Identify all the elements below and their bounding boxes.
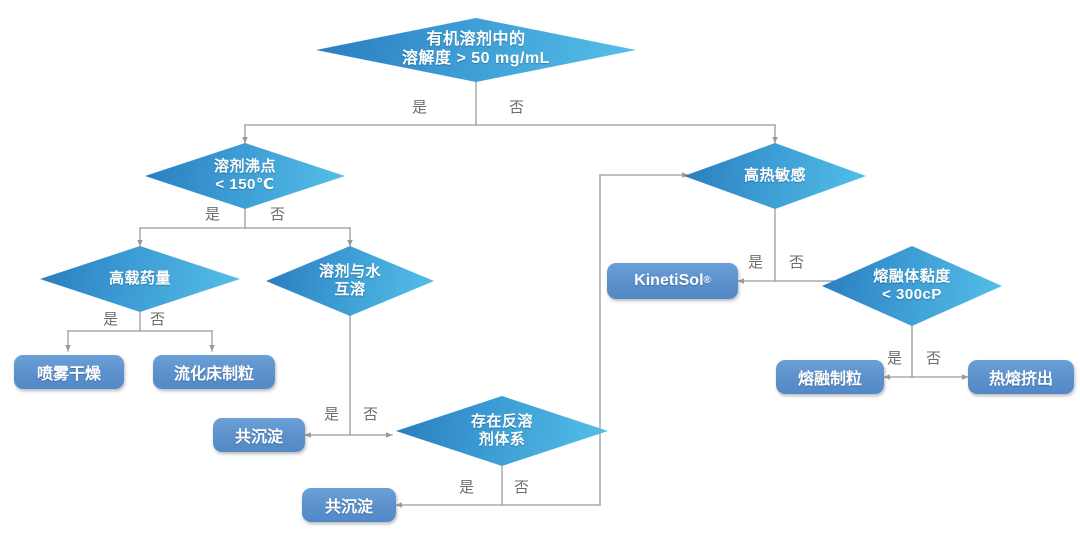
edge-label-d4-yes: 是 xyxy=(321,406,343,423)
edge-label-d2-no: 否 xyxy=(267,206,289,223)
edge-label-d2-yes: 是 xyxy=(202,206,224,223)
decision-label-line1: 溶剂沸点 xyxy=(213,158,276,176)
outcome-label: 流化床制粒 xyxy=(173,366,254,383)
outcome-box-fluid-bed-granulation[interactable]: 流化床制粒 xyxy=(153,355,275,389)
edge-label-d6-yes: 是 xyxy=(745,254,767,271)
outcome-label: 喷雾干燥 xyxy=(36,366,101,383)
outcome-label: KinetiSol xyxy=(634,272,704,289)
edge-label-d3-yes: 是 xyxy=(100,311,122,328)
decision-label-line1: 熔融体黏度 xyxy=(873,268,951,286)
decision-label-line2: 互溶 xyxy=(334,281,366,298)
outcome-box-coprecipitation-2[interactable]: 共沉淀 xyxy=(302,488,396,522)
edge-label-d7-yes: 是 xyxy=(884,350,906,367)
outcome-label: 熔融制粒 xyxy=(797,371,862,388)
outcome-box-hot-melt-extrusion[interactable]: 热熔挤出 xyxy=(968,360,1074,394)
decision-label-line2: 溶解度 > 50 mg/mL xyxy=(402,50,550,67)
decision-label-line1: 有机溶剂中的 xyxy=(426,31,526,49)
edge-label-d5-yes: 是 xyxy=(456,479,478,496)
edge-label-d4-no: 否 xyxy=(360,406,382,423)
decision-label-line1: 高热敏感 xyxy=(743,167,806,185)
outcome-box-coprecipitation-1[interactable]: 共沉淀 xyxy=(213,418,305,452)
decision-label-line1: 存在反溶 xyxy=(470,413,533,431)
outcome-label: 共沉淀 xyxy=(234,429,283,446)
outcome-label: 热熔挤出 xyxy=(988,371,1053,388)
edge-label-d7-no: 否 xyxy=(923,350,945,367)
decision-label-line1: 溶剂与水 xyxy=(318,263,381,281)
outcome-label: 共沉淀 xyxy=(324,499,373,516)
decision-label-line2: 剂体系 xyxy=(478,431,526,448)
outcome-box-melt-granulation[interactable]: 熔融制粒 xyxy=(776,360,884,394)
decision-label-line2: < 300cP xyxy=(882,286,942,303)
edge-label-d5-no: 否 xyxy=(511,479,533,496)
outcome-box-kinetisol[interactable]: KinetiSol® xyxy=(607,263,738,299)
edge-label-d6-no: 否 xyxy=(786,254,808,271)
edge-label-d3-no: 否 xyxy=(147,311,169,328)
decision-label-line2: < 150℃ xyxy=(215,176,275,193)
outcome-box-spray-drying[interactable]: 喷雾干燥 xyxy=(14,355,124,389)
decision-label-line1: 高载药量 xyxy=(108,270,171,288)
edge-label-d1-no: 否 xyxy=(506,99,528,116)
edge-label-d1-yes: 是 xyxy=(409,99,431,116)
